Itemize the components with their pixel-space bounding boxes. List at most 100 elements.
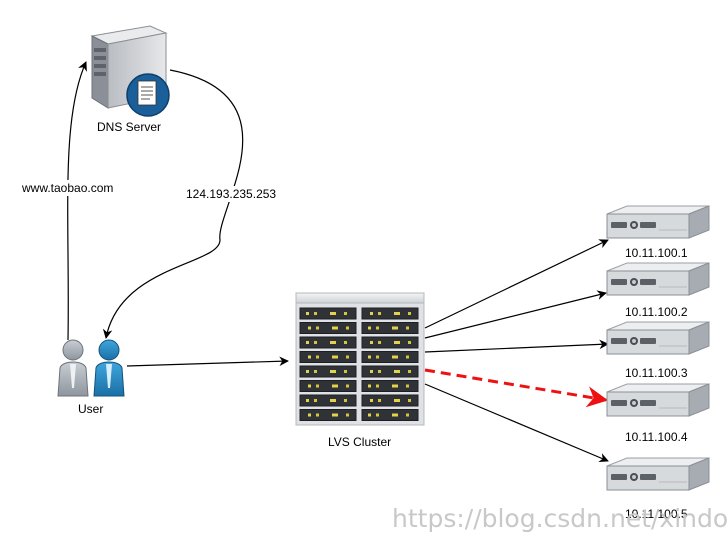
edge-user-to-lvs <box>126 356 289 367</box>
rack-led <box>406 384 409 388</box>
rack-led <box>344 399 347 402</box>
rack-unit <box>361 322 419 334</box>
rack-led <box>376 326 379 330</box>
rack-led <box>344 341 347 344</box>
rack-unit <box>361 307 419 320</box>
edge-dns-to-user <box>102 69 244 339</box>
real-servers: 10.11.100.1 10.11.100.2 10.11.100.3 10.1… <box>606 205 710 521</box>
rack-unit <box>299 394 357 407</box>
rack-unit <box>361 394 419 407</box>
rack-led <box>330 312 336 315</box>
reply-label: 124.193.235.253 <box>186 187 276 201</box>
rack-led <box>314 341 317 344</box>
rack-led <box>330 370 336 373</box>
edge-lvs-to-server-4 <box>424 368 609 408</box>
lvs-cluster-label: LVS Cluster <box>328 435 391 449</box>
rack-led <box>406 355 409 359</box>
rack-led <box>316 355 319 359</box>
rack-led <box>346 326 349 330</box>
rack-led <box>308 384 311 388</box>
rack-unit <box>299 307 357 320</box>
rack-led <box>394 399 400 402</box>
rack-led <box>332 413 338 417</box>
edge-user-to-dns <box>67 61 87 341</box>
rack-led <box>378 370 381 373</box>
edges <box>67 61 609 463</box>
rack-unit <box>361 380 419 392</box>
rack-led <box>408 399 411 402</box>
rack-led <box>344 312 347 315</box>
rack-led <box>392 355 398 359</box>
rack-unit <box>299 380 357 392</box>
rack-unit <box>361 351 419 363</box>
rack-unit <box>361 365 419 378</box>
dns-server-label: DNS Server <box>97 120 161 134</box>
rack-led <box>330 399 336 402</box>
rack-unit <box>361 409 419 421</box>
server-2: 10.11.100.2 <box>606 262 710 319</box>
rack-led <box>346 413 349 417</box>
rack-led <box>314 399 317 402</box>
rack-led <box>316 384 319 388</box>
rack-led <box>316 413 319 417</box>
rack-led <box>346 384 349 388</box>
edge-labels: www.taobao.com 124.193.235.253 <box>20 180 276 202</box>
lvs-cluster-node: LVS Cluster <box>295 292 425 449</box>
rack-led <box>368 355 371 359</box>
edge-lvs-to-server-3 <box>424 339 609 353</box>
rack-led <box>370 312 373 315</box>
rack-led <box>332 326 338 330</box>
user-gray-icon <box>57 339 89 397</box>
rack-led <box>376 355 379 359</box>
server-1-label: 10.11.100.1 <box>625 246 688 260</box>
rack-unit <box>299 409 357 421</box>
rack-led <box>370 399 373 402</box>
user-label: User <box>78 402 103 416</box>
edge-lvs-to-server-5 <box>424 383 609 463</box>
rack-led <box>408 312 411 315</box>
rack-led <box>344 370 347 373</box>
rack-led <box>370 370 373 373</box>
rack-led <box>408 370 411 373</box>
server-3: 10.11.100.3 <box>606 321 710 380</box>
rack-led <box>314 370 317 373</box>
rack-icon <box>295 292 425 426</box>
server-3-label: 10.11.100.3 <box>625 366 688 380</box>
server-5: 10.11.100.5 <box>606 457 710 521</box>
rack-led <box>378 341 381 344</box>
rack-led <box>406 413 409 417</box>
rack-unit <box>299 351 357 363</box>
rack-led <box>394 370 400 373</box>
rack-led <box>330 341 336 344</box>
rack-led <box>314 312 317 315</box>
rack-led <box>392 326 398 330</box>
rack-unit <box>299 365 357 378</box>
rack-led <box>392 413 398 417</box>
rack-led <box>368 384 371 388</box>
rack-led <box>378 312 381 315</box>
rack-led <box>368 326 371 330</box>
rack-led <box>406 326 409 330</box>
rack-led <box>394 341 400 344</box>
rack-led <box>306 341 309 344</box>
rack-led <box>368 413 371 417</box>
user-node: User <box>57 339 125 416</box>
server-4-label: 10.11.100.4 <box>625 430 688 444</box>
rack-led <box>346 355 349 359</box>
rack-led <box>316 326 319 330</box>
rack-led <box>332 355 338 359</box>
rack-unit <box>299 322 357 334</box>
server-5-label: 10.11.100.5 <box>625 507 688 521</box>
rack-led <box>370 341 373 344</box>
rack-led <box>394 312 400 315</box>
server-2-label: 10.11.100.2 <box>625 305 688 319</box>
rack-unit <box>299 336 357 349</box>
rack-led <box>306 370 309 373</box>
rack-led <box>392 384 398 388</box>
query-label: www.taobao.com <box>21 181 113 195</box>
rack-led <box>408 341 411 344</box>
dns-server-node: DNS Server <box>90 25 170 134</box>
server-1: 10.11.100.1 <box>606 205 710 260</box>
